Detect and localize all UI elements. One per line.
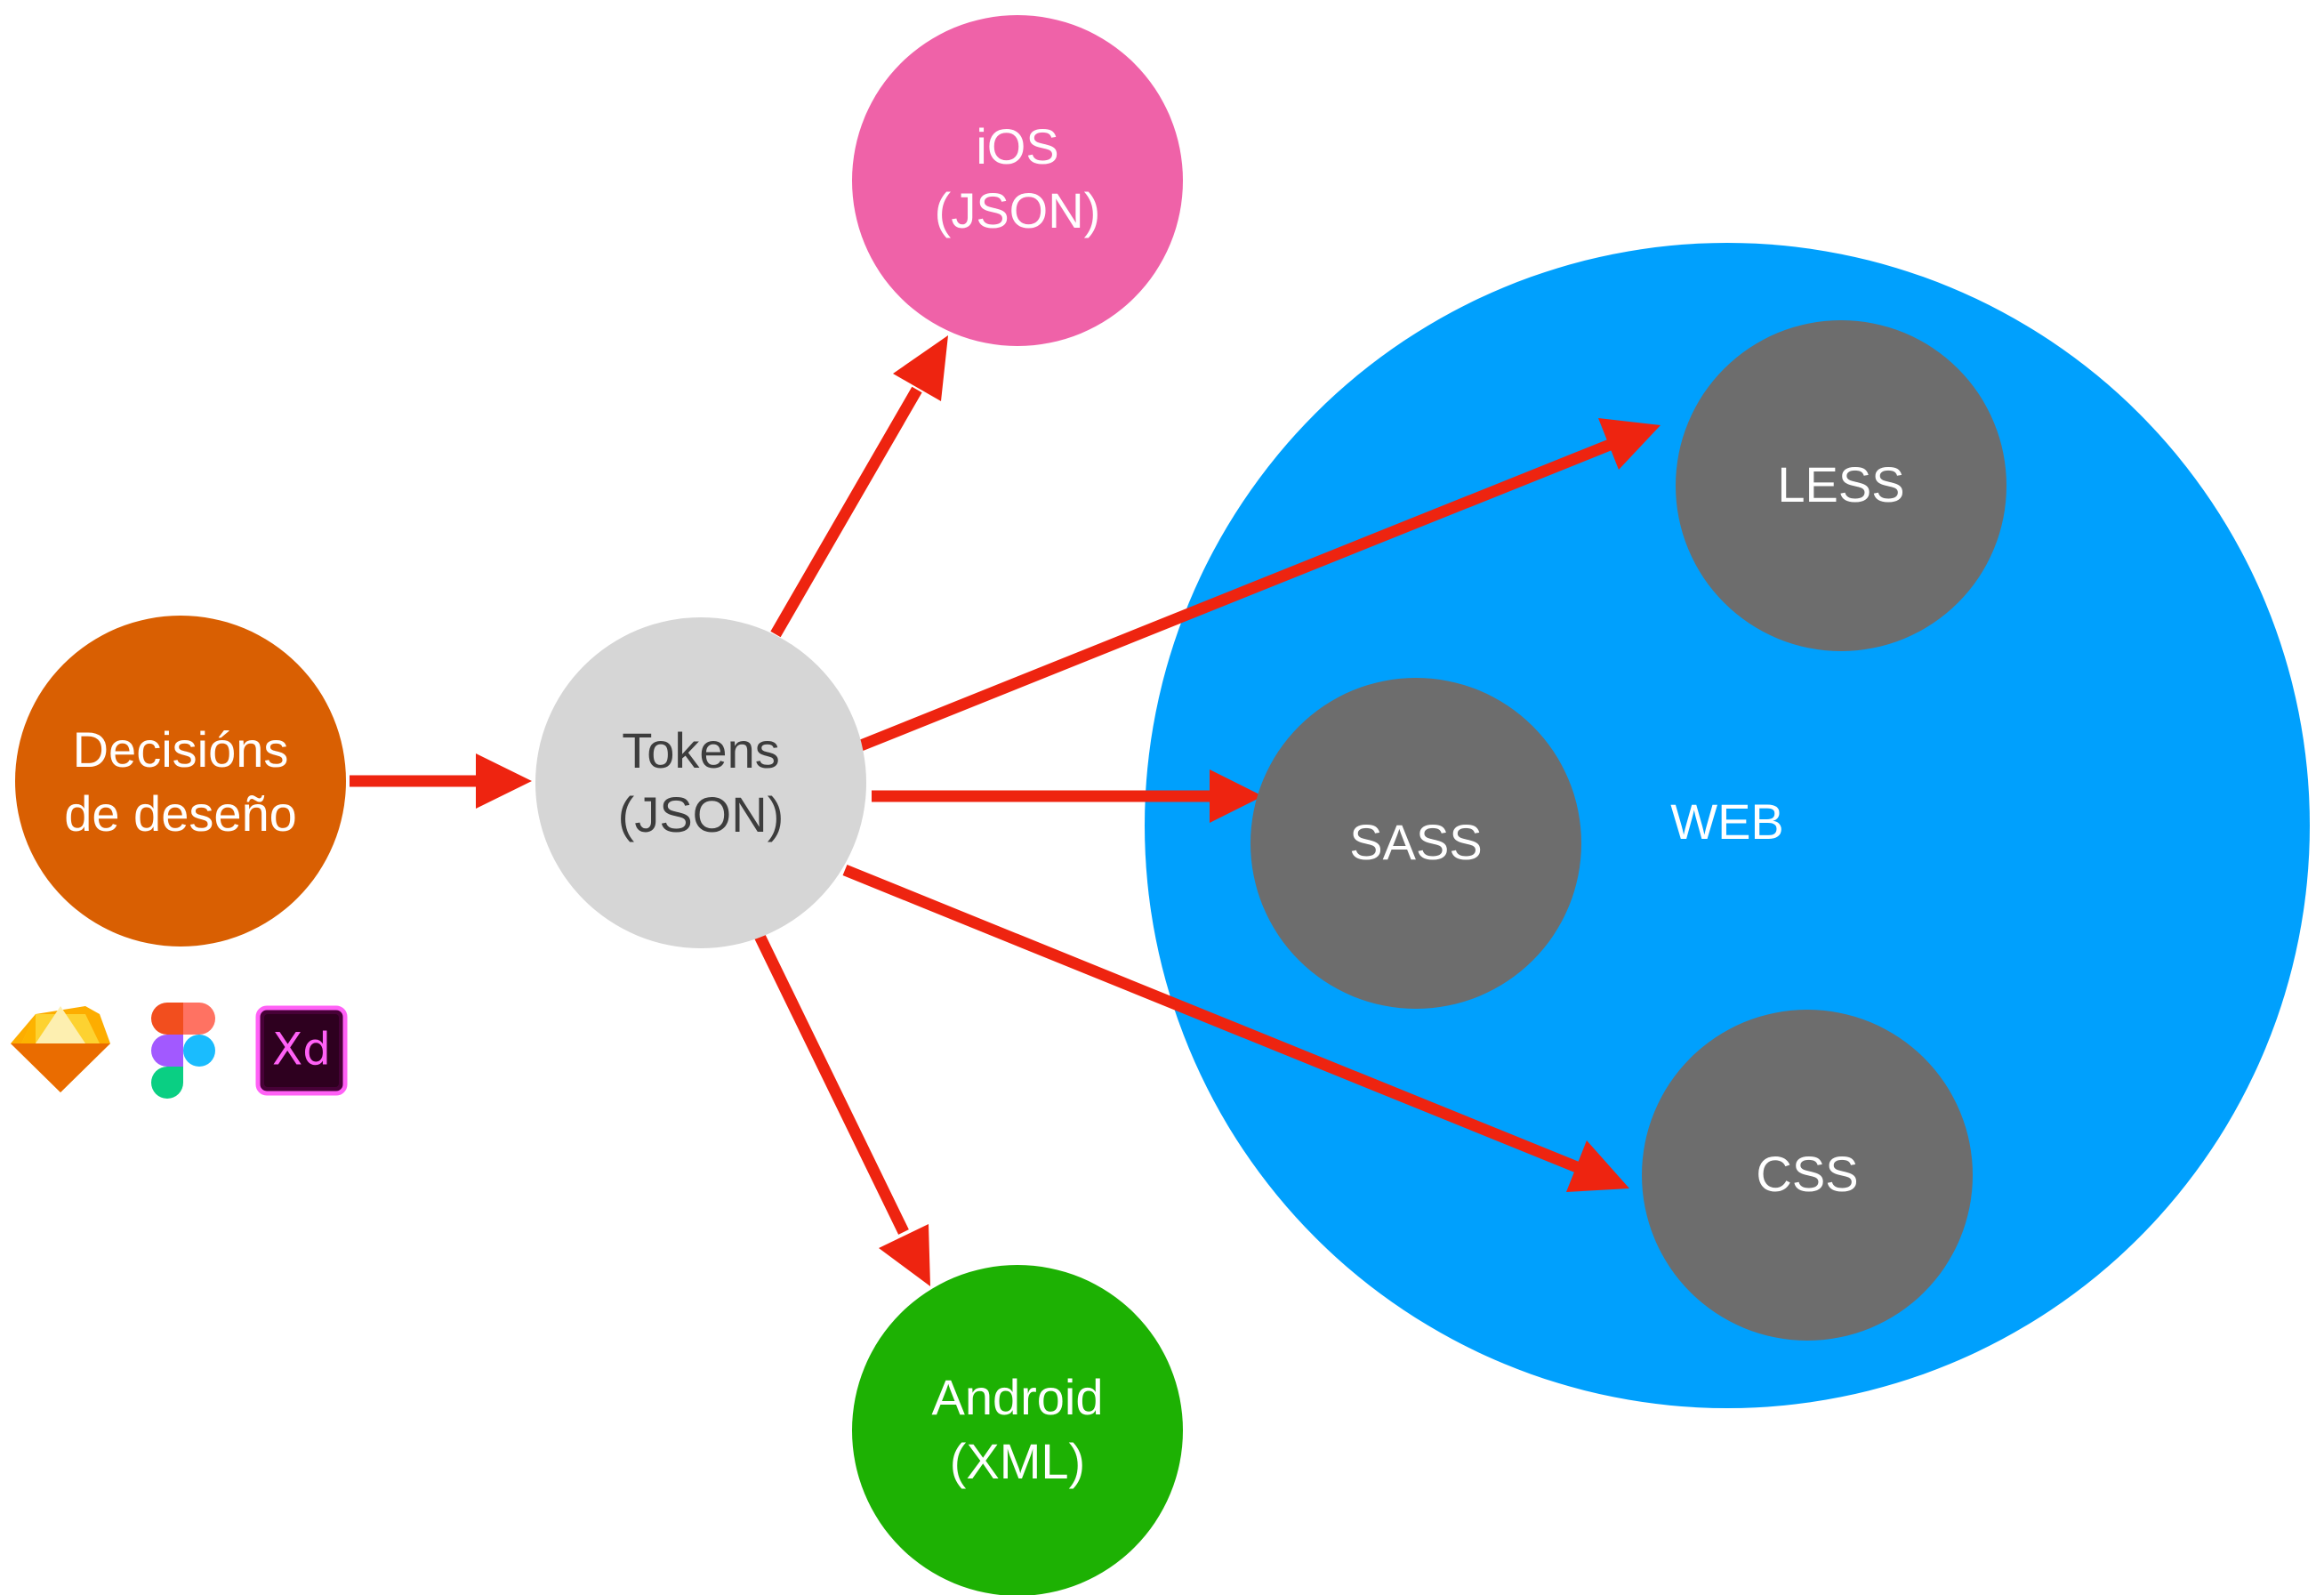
- design-decisions-label-line2: de deseño: [64, 785, 297, 842]
- arrow-tokens-to-ios: [770, 335, 948, 638]
- css-label: CSS: [1756, 1146, 1858, 1202]
- ios-label-line2: (JSON): [935, 182, 1101, 238]
- design-decisions-circle: [15, 616, 346, 947]
- sass-circle: [1250, 678, 1581, 1009]
- android-circle: [852, 1265, 1183, 1595]
- tokens-label-line2: (JSON): [618, 786, 784, 842]
- design-decisions-label-line1: Decisións: [73, 721, 289, 777]
- adobe-xd-label: Xd: [272, 1024, 331, 1075]
- web-label: WEB: [1670, 793, 1784, 850]
- tokens-label-line1: Tokens: [622, 722, 779, 778]
- ios-circle: [852, 15, 1183, 346]
- arrows: [350, 335, 1661, 1286]
- figma-icon: [151, 1003, 215, 1099]
- arrow-tokens-to-sass: [872, 769, 1263, 823]
- adobe-xd-icon: Xd: [255, 1005, 348, 1096]
- arrow-tokens-to-less: [858, 418, 1661, 752]
- android-label-line2: (XML): [950, 1433, 1085, 1489]
- sketch-icon: [11, 1006, 110, 1092]
- css-circle: [1642, 1010, 1973, 1341]
- less-circle: [1676, 320, 2006, 651]
- arrow-tokens-to-android: [752, 930, 930, 1286]
- web-circle: [1145, 243, 2310, 1408]
- sass-label: SASS: [1349, 814, 1482, 870]
- ios-label-line1: iOS: [976, 118, 1058, 174]
- tokens-circle: [535, 617, 866, 948]
- less-label: LESS: [1777, 456, 1904, 512]
- android-label-line1: Android: [931, 1369, 1103, 1425]
- arrow-tokens-to-css: [842, 864, 1629, 1192]
- arrow-decisions-to-tokens: [350, 753, 532, 809]
